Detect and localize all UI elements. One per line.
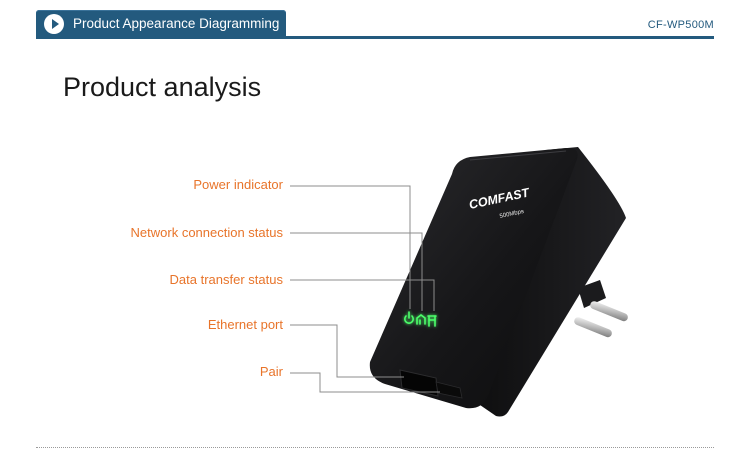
- header-tab: Product Appearance Diagramming: [36, 10, 286, 38]
- page-title: Product analysis: [63, 72, 262, 102]
- ethernet-port-socket: [399, 369, 439, 397]
- label-network-connection-status: Network connection status: [130, 225, 283, 240]
- leader-line-network: [290, 232, 423, 311]
- power-led-icon: [404, 311, 414, 324]
- label-pair: Pair: [259, 364, 283, 379]
- model-code: CF-WP500M: [647, 19, 714, 31]
- leader-line-pair: [290, 372, 440, 393]
- play-icon: [44, 14, 64, 34]
- header-divider: [36, 36, 714, 39]
- header-title: Product Appearance Diagramming: [73, 16, 280, 31]
- plug-pin: [590, 301, 628, 322]
- bottom-divider: [36, 447, 714, 448]
- device-side: [480, 147, 626, 417]
- power-plug: [574, 280, 628, 338]
- data-led-icon: [427, 315, 437, 327]
- device-face: [369, 147, 578, 409]
- leader-line-power: [290, 185, 411, 309]
- leader-line-data: [290, 279, 435, 311]
- label-power-indicator: Power indicator: [193, 177, 283, 192]
- label-ethernet-port: Ethernet port: [207, 317, 283, 332]
- label-data-transfer-status: Data transfer status: [169, 272, 283, 287]
- network-led-icon: [416, 314, 426, 325]
- leader-line-ethernet: [290, 324, 404, 378]
- plug-pin: [574, 317, 612, 338]
- pair-button: [435, 381, 463, 399]
- powerline-adapter: [369, 147, 626, 417]
- brand-subtitle: 500Mbps: [499, 209, 524, 220]
